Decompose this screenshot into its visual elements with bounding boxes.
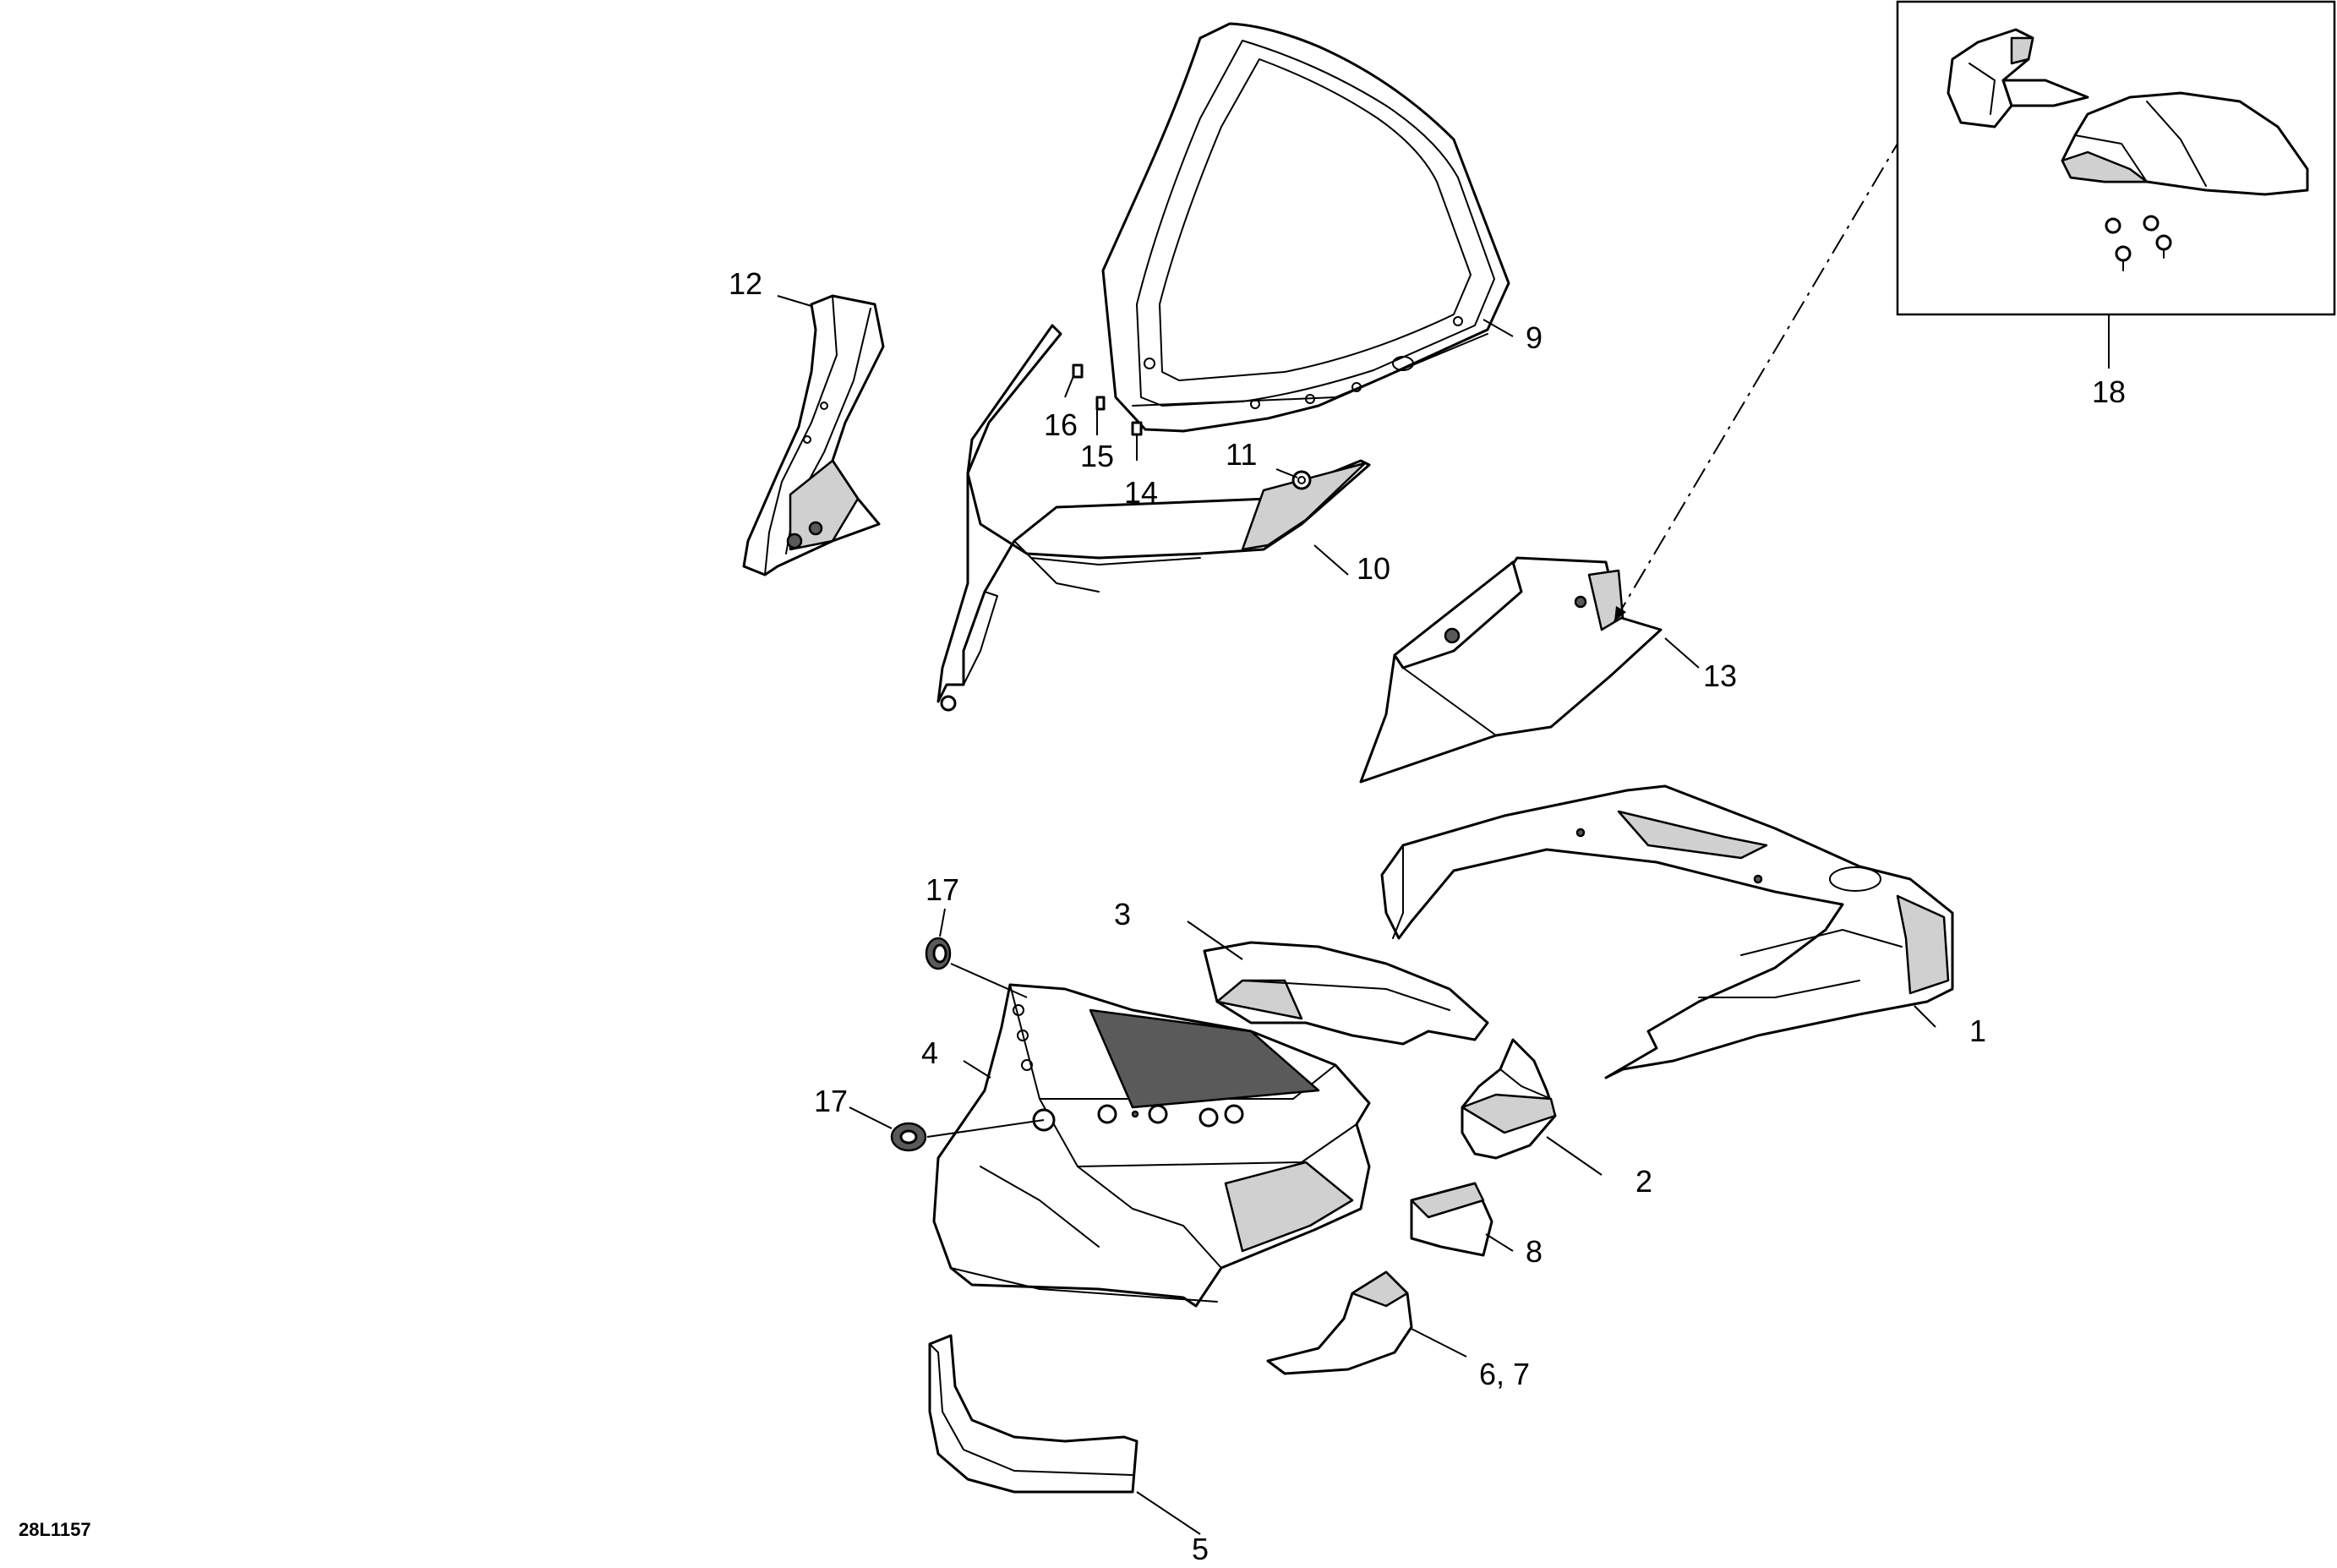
fastener-14 <box>1131 421 1143 436</box>
callout-12: 12 <box>729 266 762 301</box>
part-10-side-panel <box>936 324 1371 712</box>
part-18-mirror-head <box>2061 91 2309 196</box>
callout-6-7: 6, 7 <box>1479 1357 1530 1391</box>
reference-arrow <box>1614 606 1626 621</box>
callout-18: 18 <box>2092 374 2126 409</box>
grommet-17-top <box>925 937 952 970</box>
part-5-insert <box>928 1334 1138 1494</box>
callout-4: 4 <box>921 1035 938 1070</box>
part-13-plate <box>1359 556 1663 784</box>
callout-9: 9 <box>1526 320 1543 355</box>
part-4-front-housing <box>932 983 1371 1308</box>
callout-10: 10 <box>1357 551 1390 586</box>
part-9-windshield <box>1101 22 1510 433</box>
callout-3: 3 <box>1114 897 1131 932</box>
part-8-insert <box>1410 1182 1493 1257</box>
callout-5: 5 <box>1192 1532 1209 1566</box>
part-2-insert <box>1461 1038 1557 1160</box>
callout-2: 2 <box>1635 1164 1652 1199</box>
part-18-mirror-bracket <box>1947 28 2089 128</box>
part-12-bracket <box>742 294 885 576</box>
fastener-11 <box>1291 470 1312 490</box>
reference-line <box>1614 143 1898 622</box>
callout-16: 16 <box>1044 407 1078 442</box>
part-1-rear-cowl <box>1380 784 1954 1079</box>
callout-17-side: 17 <box>814 1084 848 1118</box>
fastener-15 <box>1095 396 1106 411</box>
callout-15: 15 <box>1080 439 1114 473</box>
callout-1: 1 <box>1969 1013 1986 1048</box>
callout-17-top: 17 <box>926 872 959 907</box>
inset-box-18 <box>1896 0 2336 316</box>
fastener-16 <box>1072 363 1084 379</box>
callout-13: 13 <box>1703 658 1737 693</box>
leader-lines <box>777 295 2110 1535</box>
part-3-insert <box>1203 941 1489 1046</box>
callout-8: 8 <box>1526 1234 1543 1269</box>
part-6-7-insert <box>1266 1270 1413 1375</box>
fasteners <box>890 363 1312 1152</box>
callout-11: 11 <box>1226 437 1257 472</box>
callout-14: 14 <box>1124 475 1158 510</box>
grommet-17-side <box>890 1122 927 1152</box>
callout-labels: 1 2 3 4 5 6, 7 8 9 10 11 12 13 14 15 16 … <box>19 266 2126 1566</box>
part-18-screws <box>2105 215 2172 271</box>
drawing-code: 28L1157 <box>19 1519 91 1540</box>
